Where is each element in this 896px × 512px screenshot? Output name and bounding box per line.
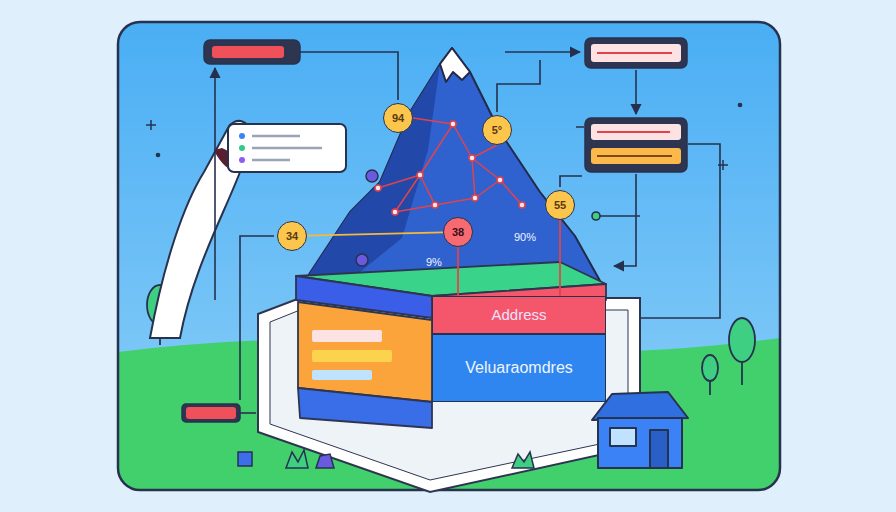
callout-number: 55 <box>545 190 575 220</box>
flow-line <box>240 412 256 414</box>
mountain <box>300 64 440 288</box>
callout-number: 34 <box>277 221 307 251</box>
house <box>598 418 682 468</box>
network-dot <box>392 209 398 215</box>
flow-line <box>635 70 637 114</box>
mountain <box>440 48 470 82</box>
house <box>592 392 688 420</box>
sparkle <box>738 103 741 106</box>
network-dot <box>375 185 381 191</box>
shrub <box>238 450 534 468</box>
network-dot <box>432 202 438 208</box>
info-box <box>182 404 240 422</box>
network-line <box>413 118 453 124</box>
node-text: 34 <box>286 230 298 242</box>
shrub <box>512 452 534 468</box>
block <box>312 350 392 362</box>
flow-line <box>612 144 720 318</box>
hand-card <box>239 133 245 139</box>
network-dot <box>472 195 478 201</box>
block <box>312 330 382 342</box>
percent-label: 90% <box>514 231 536 243</box>
percent-label: 9% <box>426 256 442 268</box>
info-box <box>204 40 300 64</box>
info-box <box>591 124 681 140</box>
network-dot <box>519 202 525 208</box>
block <box>298 302 432 402</box>
node-text: 38 <box>452 226 464 238</box>
info-box <box>186 407 236 419</box>
network-dot <box>497 177 503 183</box>
info-box <box>212 46 284 58</box>
flow-line <box>560 176 582 187</box>
network-dot <box>366 170 378 182</box>
callout-number: 5° <box>482 115 512 145</box>
house <box>650 430 668 468</box>
tree <box>702 355 718 381</box>
shrub <box>286 450 308 468</box>
network-dot <box>417 172 423 178</box>
sky-panel <box>118 22 780 490</box>
callout-number: 38 <box>443 217 473 247</box>
sparkle <box>576 126 584 128</box>
info-box <box>597 52 672 54</box>
hand-card <box>228 124 346 172</box>
connector-line <box>559 220 561 296</box>
node-text: Address <box>491 307 546 324</box>
flow-line <box>497 60 540 112</box>
tree <box>729 318 755 362</box>
shrub <box>316 454 334 468</box>
flow-line <box>600 215 640 217</box>
house <box>592 392 688 468</box>
hand-card <box>239 145 245 151</box>
value-band: Veluaraomdres <box>432 334 606 402</box>
flow-line <box>592 212 600 220</box>
info-box <box>597 155 672 157</box>
flow-line <box>505 51 580 53</box>
node-text: 94 <box>392 112 404 124</box>
flow-line <box>300 52 398 100</box>
network-dot <box>356 254 368 266</box>
flow-line <box>614 174 636 266</box>
panel-border <box>118 22 780 490</box>
hand-card <box>239 157 245 163</box>
info-box <box>585 118 687 172</box>
network-dot <box>450 121 456 127</box>
info-box <box>591 44 681 62</box>
node-text: 55 <box>554 199 566 211</box>
info-box <box>585 38 687 68</box>
network-line <box>472 145 497 158</box>
callout-number: 94 <box>383 103 413 133</box>
flow-line <box>214 68 216 300</box>
hand-card <box>252 136 322 160</box>
node-text: Veluaraomdres <box>465 359 573 377</box>
node-text: 5° <box>492 124 503 136</box>
info-box <box>597 131 670 133</box>
network-dot <box>469 155 475 161</box>
sparkle <box>146 120 156 130</box>
sparkle <box>156 153 159 156</box>
connector-line <box>457 247 459 296</box>
shrub <box>238 452 252 466</box>
house <box>610 428 636 446</box>
block <box>298 388 432 428</box>
connector-line <box>307 232 443 235</box>
panel-border <box>118 22 780 490</box>
info-box <box>591 148 681 164</box>
block <box>312 370 372 380</box>
sky-panel <box>118 22 780 490</box>
address-band: Address <box>432 296 606 334</box>
base-plate <box>270 310 628 480</box>
